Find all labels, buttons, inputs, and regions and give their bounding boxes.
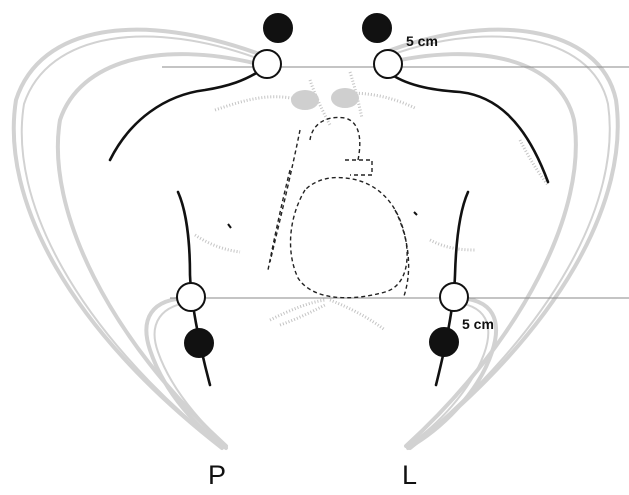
side-label-right: L: [402, 460, 417, 490]
right-shoulder-outline: [388, 72, 548, 182]
cable-left-outer: [14, 30, 262, 448]
cable-right-outer: [378, 30, 618, 448]
side-label-left: P: [208, 460, 226, 490]
electrode-left-lower-active: [440, 283, 468, 311]
aorta-outline: [310, 117, 360, 160]
stipple-shading: [195, 72, 548, 330]
pulmonary-trunk: [345, 160, 372, 175]
reference-lines: [162, 67, 629, 298]
electrode-left-shoulder-active: [374, 50, 402, 78]
cable-left-outer-2: [22, 36, 262, 444]
electrode-right-lower-active: [177, 283, 205, 311]
left-nipple: [228, 224, 231, 228]
electrode-left-shoulder-ground: [363, 14, 391, 42]
left-shoulder-outline: [110, 72, 258, 160]
cable-loops: [14, 30, 618, 448]
cable-right-outer-2: [378, 36, 610, 444]
electrode-left-lower-ground: [430, 328, 458, 356]
right-nipple: [414, 212, 417, 215]
electrode-right-shoulder-active: [253, 50, 281, 78]
electrode-right-lower-ground: [185, 329, 213, 357]
distance-label-bottom: 5 cm: [462, 316, 494, 332]
heart-shape: [291, 178, 408, 298]
electrodes: [177, 14, 468, 357]
distance-label-top: 5 cm: [406, 33, 438, 49]
svc-outline: [270, 130, 300, 262]
heart-outline: [268, 117, 409, 297]
electrode-right-shoulder-ground: [264, 14, 292, 42]
left-border-vessel: [268, 170, 290, 270]
